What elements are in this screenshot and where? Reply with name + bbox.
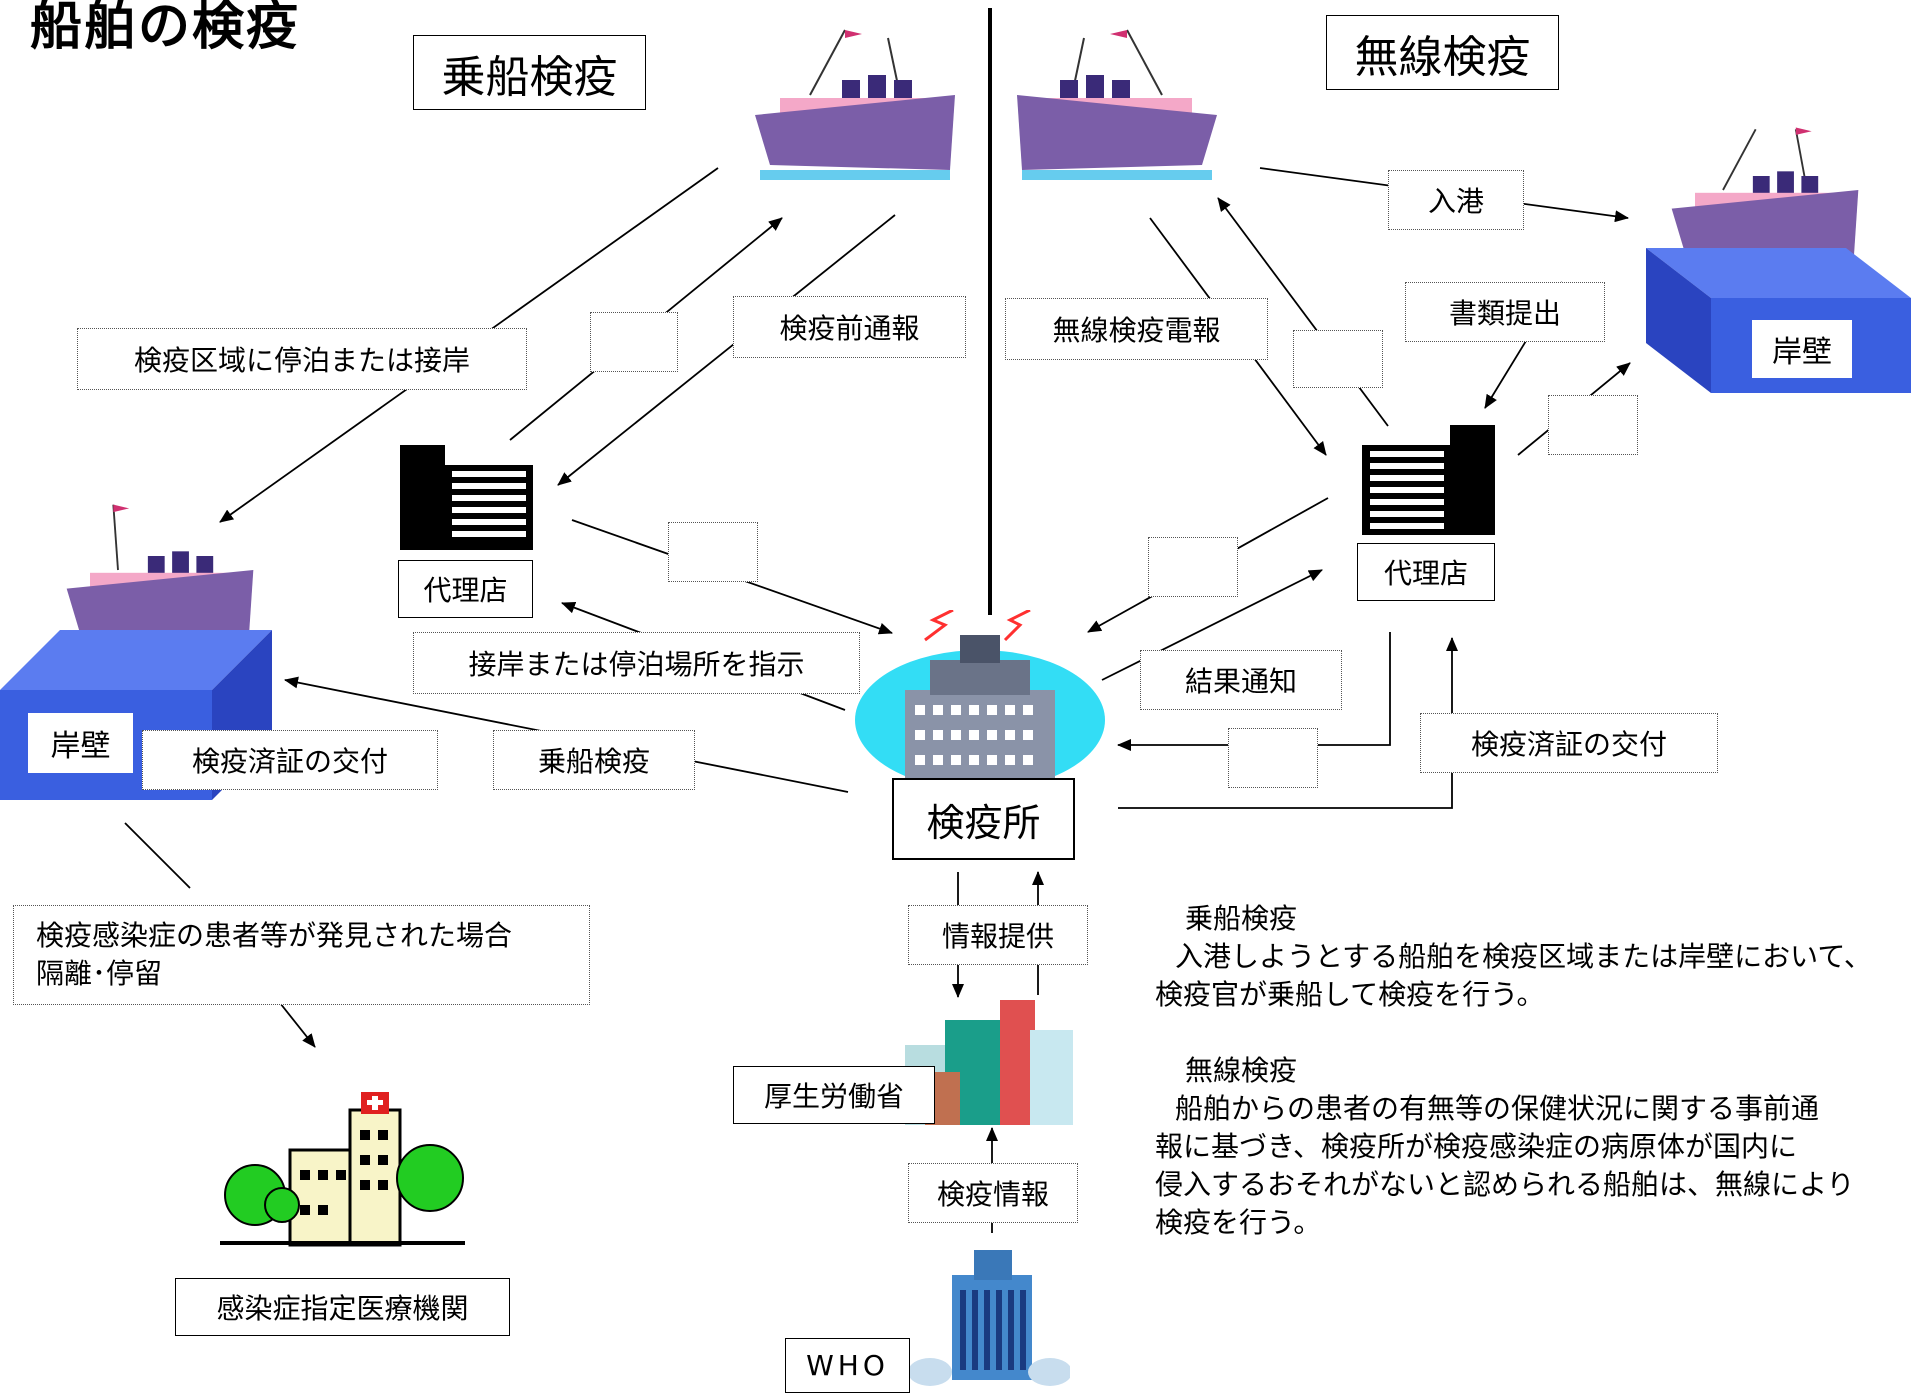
label-info-provision: 情報提供 (908, 905, 1088, 965)
header-radio: 無線検疫 (1326, 15, 1559, 90)
label-documents: 書類提出 (1405, 282, 1605, 342)
label-boarding-inspection: 乗船検疫 (493, 730, 695, 790)
description-block: 乗船検疫 入港しようとする船舶を検疫区域または岸壁において、 検疫官が乗船して検… (1155, 900, 1872, 1242)
arrow-station-to-agent-right (1101, 569, 1323, 681)
agent-building-icon (400, 445, 533, 550)
quarantine-station: 検疫所 (892, 778, 1075, 860)
desc-boarding-line1: 入港しようとする船舶を検疫区域または岸壁において、 (1175, 940, 1872, 973)
label-certificate: 検疫済証の交付 (142, 730, 438, 790)
desc-radio-line1: 船舶からの患者の有無等の保健状況に関する事前通 (1175, 1092, 1820, 1125)
agent-left: 代理店 (398, 560, 533, 618)
hospital: 感染症指定医療機関 (175, 1278, 510, 1336)
label-radio-telegram: 無線検疫電報 (1005, 298, 1268, 360)
ship-icon (1671, 127, 1859, 260)
empty-label-box (668, 522, 758, 582)
page-title: 船舶の検疫 (30, 0, 301, 57)
empty-label-box (1548, 395, 1638, 455)
ship-icon (66, 504, 254, 640)
desc-radio-line2: 報に基づき、検疫所が検疫感染症の病原体が国内に (1155, 1130, 1798, 1163)
label-certificate-right: 検疫済証の交付 (1420, 713, 1718, 773)
label-anchor-or-berth: 検疫区域に停泊または接岸 (77, 328, 527, 390)
agent-building-icon (1362, 425, 1495, 535)
label-result-notice: 結果通知 (1140, 650, 1342, 710)
desc-boarding-line2: 検疫官が乗船して検疫を行う。 (1155, 978, 1545, 1011)
label-patient-found-line1: 検疫感染症の患者等が発見された場合 (36, 919, 513, 952)
desc-boarding-heading: 乗船検疫 (1185, 902, 1298, 935)
arrow-certificate-right (1118, 637, 1458, 809)
pier-label-left: 岸壁 (28, 713, 133, 773)
who: WHO (785, 1338, 910, 1393)
header-boarding: 乗船検疫 (413, 35, 646, 110)
desc-radio-line3: 侵入するおそれがないと認められる船舶は、無線により (1155, 1168, 1855, 1201)
label-patient-found: 検疫感染症の患者等が発見された場合 隔離･停留 (13, 905, 590, 1005)
mhlw: 厚生労働省 (733, 1066, 935, 1124)
empty-label-box (1228, 728, 1318, 788)
empty-label-box (590, 312, 678, 372)
agent-right: 代理店 (1357, 543, 1495, 601)
hospital-building-icon (220, 1092, 465, 1247)
ship-icon (755, 29, 955, 180)
line-pier-to-label (124, 822, 191, 889)
arrow-agent-result (1117, 632, 1391, 751)
who-building-icon (910, 1250, 1070, 1386)
ship-icon (1017, 29, 1217, 180)
label-patient-found-line2: 隔離･停留 (36, 957, 163, 990)
arrow-to-hospital (279, 1002, 316, 1048)
desc-radio-heading: 無線検疫 (1185, 1054, 1298, 1087)
arrow-agent-to-ship-right (1217, 197, 1389, 427)
empty-label-box (1293, 330, 1383, 388)
empty-label-box (1148, 537, 1238, 597)
desc-radio-line4: 検疫を行う。 (1155, 1206, 1322, 1239)
label-entry: 入港 (1388, 170, 1524, 230)
label-berth-instruction: 接岸または停泊場所を指示 (413, 632, 860, 694)
arrow-ship-to-agent (557, 214, 896, 486)
quarantine-station-icon (855, 610, 1105, 790)
label-quarantine-info: 検疫情報 (908, 1163, 1078, 1223)
pier-label-right: 岸壁 (1752, 320, 1852, 378)
label-pre-notice: 検疫前通報 (733, 296, 966, 358)
